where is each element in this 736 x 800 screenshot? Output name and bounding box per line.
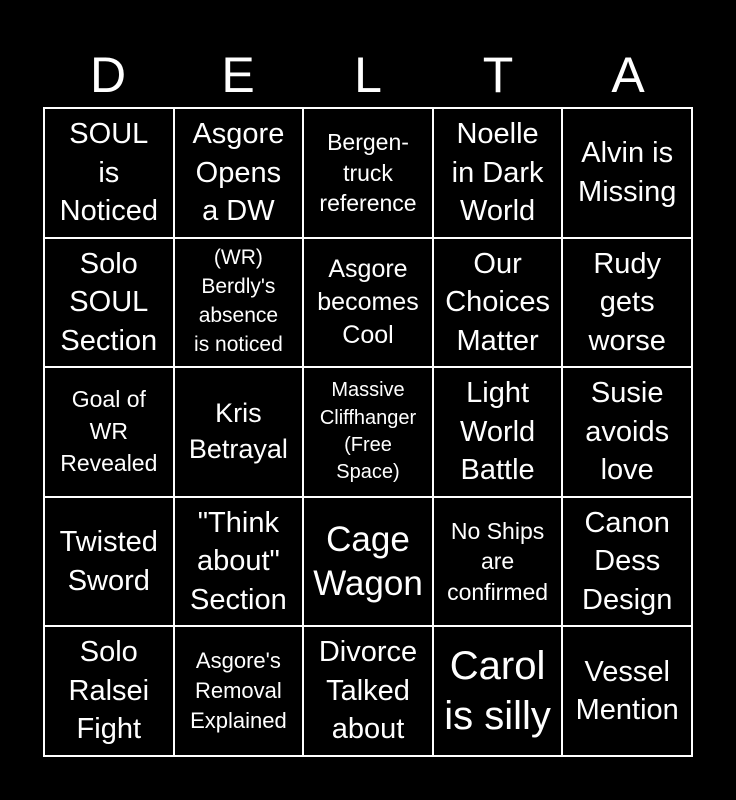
bingo-cell[interactable]: Twisted Sword bbox=[44, 496, 174, 627]
bingo-cell[interactable]: Kris Betrayal bbox=[173, 367, 304, 497]
bingo-header: D E L T A bbox=[43, 44, 693, 106]
bingo-cell[interactable]: Susie avoids love bbox=[562, 367, 692, 497]
bingo-cell[interactable]: Asgore Opens a DW bbox=[173, 108, 304, 238]
bingo-cell[interactable]: Cage Wagon bbox=[303, 496, 433, 627]
bingo-cell[interactable]: Asgore becomes Cool bbox=[303, 237, 433, 368]
bingo-cell[interactable]: Bergen- truck reference bbox=[303, 108, 433, 238]
bingo-cell[interactable]: Solo Ralsei Fight bbox=[44, 626, 174, 756]
bingo-cell[interactable]: Massive Cliffhanger (Free Space) bbox=[303, 367, 433, 497]
bingo-cell[interactable]: SOUL is Noticed bbox=[44, 108, 174, 238]
bingo-cell[interactable]: Asgore's Removal Explained bbox=[173, 626, 304, 756]
bingo-cell[interactable]: "Think about" Section bbox=[173, 496, 304, 627]
header-letter: L bbox=[354, 47, 382, 103]
bingo-cell[interactable]: Solo SOUL Section bbox=[44, 237, 174, 368]
bingo-cell[interactable]: Vessel Mention bbox=[562, 626, 692, 756]
bingo-cell[interactable]: Carol is silly bbox=[432, 626, 563, 756]
bingo-cell[interactable]: Canon Dess Design bbox=[562, 496, 692, 627]
bingo-grid: SOUL is Noticed Asgore Opens a DW Bergen… bbox=[43, 107, 693, 757]
bingo-cell[interactable]: Light World Battle bbox=[432, 367, 563, 497]
header-letter: D bbox=[89, 47, 127, 103]
header-letter: T bbox=[482, 47, 514, 103]
header-letter: A bbox=[611, 47, 645, 103]
bingo-cell[interactable]: Goal of WR Revealed bbox=[44, 367, 174, 497]
bingo-cell[interactable]: (WR) Berdly's absence is noticed bbox=[173, 237, 304, 368]
header-letter: E bbox=[221, 47, 255, 103]
bingo-cell[interactable]: No Ships are confirmed bbox=[432, 496, 563, 627]
bingo-cell[interactable]: Rudy gets worse bbox=[562, 237, 692, 368]
bingo-cell[interactable]: Alvin is Missing bbox=[562, 108, 692, 238]
bingo-cell[interactable]: Our Choices Matter bbox=[432, 237, 563, 368]
bingo-cell[interactable]: Noelle in Dark World bbox=[432, 108, 563, 238]
bingo-cell[interactable]: Divorce Talked about bbox=[303, 626, 433, 756]
